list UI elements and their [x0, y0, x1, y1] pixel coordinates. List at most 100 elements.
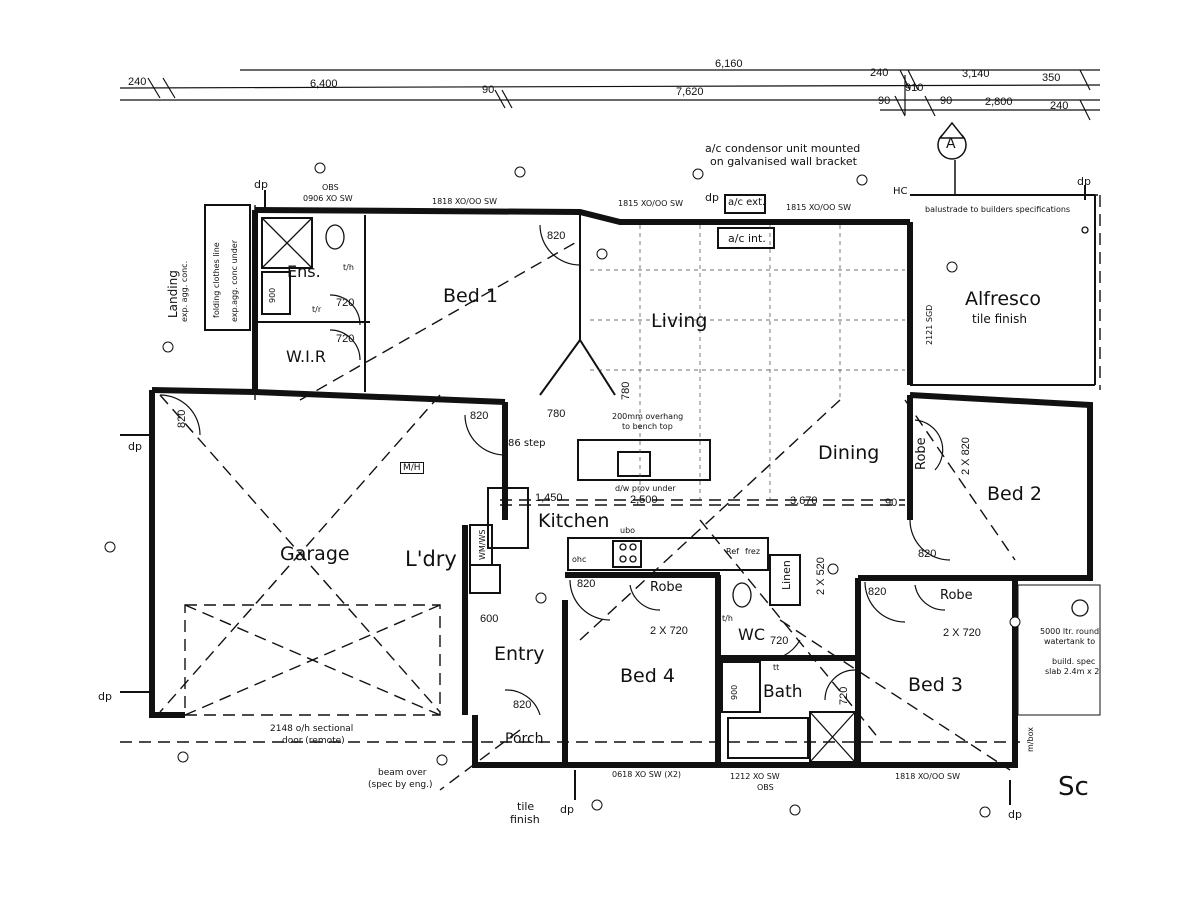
- washing-machine: WM/WS: [478, 529, 487, 561]
- dim-240-right: 240: [870, 67, 889, 79]
- window-sgd: 2121 SGD: [925, 304, 934, 345]
- beam-note-2: (spec by eng.): [368, 780, 433, 790]
- dim-6400: 6,400: [310, 78, 338, 90]
- room-alfresco: Alfresco: [965, 288, 1042, 310]
- beam-note: beam over: [378, 768, 427, 778]
- dim-door-820-entry: 820: [513, 699, 532, 711]
- dim-780-a: 780: [547, 408, 566, 420]
- room-dining: Dining: [818, 442, 880, 464]
- downpipe-label-2: dp: [705, 191, 719, 204]
- dim-door-720-wc: 720: [770, 635, 789, 647]
- dim-90-dining: 90: [885, 497, 898, 509]
- window-0906: 0906 XO SW: [303, 194, 353, 203]
- downpipe-label-7: dp: [1008, 808, 1022, 821]
- shower-bath: 900: [730, 684, 739, 700]
- ac-internal: a/c int.: [728, 232, 766, 245]
- room-linen: Linen: [780, 560, 793, 590]
- watertank-note: 5000 ltr. round: [1040, 627, 1100, 636]
- window-1818-top: 1818 XO/OO SW: [432, 197, 497, 206]
- dim-780-b: 780: [620, 381, 632, 400]
- dim-robe-bed2: 2 X 820: [960, 437, 972, 475]
- condenser-note-2: on galvanised wall bracket: [710, 155, 857, 168]
- freezer-space: frez: [745, 547, 761, 556]
- dim-3140: 3,140: [962, 68, 990, 80]
- shower-ens: 900: [268, 287, 277, 303]
- downpipe-label-5: dp: [98, 690, 112, 703]
- room-laundry: L'dry: [405, 547, 457, 571]
- hot-cold-label: HC: [893, 186, 908, 197]
- room-bed-2: Bed 2: [987, 483, 1042, 505]
- window-obs-label: OBS: [322, 183, 339, 192]
- dim-door-820-kitchen: 820: [470, 410, 489, 422]
- room-ensuite: Ens.: [287, 262, 321, 281]
- window-0618: 0618 XO SW (X2): [612, 770, 682, 779]
- dim-door-820-garage: 820: [176, 409, 188, 428]
- room-bath: Bath: [763, 682, 803, 702]
- garage-door-note-2: door (remote): [282, 736, 345, 746]
- dim-door-720-wir: 720: [336, 333, 355, 345]
- room-bed-4: Bed 4: [620, 665, 675, 687]
- dim-7620: 7,620: [676, 86, 704, 98]
- dim-90-a: 90: [482, 84, 495, 96]
- alfresco-finish: tile finish: [972, 312, 1027, 326]
- dim-door-820-bed1: 820: [547, 230, 566, 242]
- condenser-note: a/c condensor unit mounted: [705, 142, 861, 155]
- step-label: 86 step: [508, 438, 546, 449]
- window-1815-b: 1815 XO/OO SW: [786, 203, 851, 212]
- room-entry: Entry: [494, 643, 545, 665]
- clothesline-note: folding clothes line: [212, 242, 221, 318]
- dim-2500: 2,500: [630, 494, 658, 506]
- dim-door-720-ens: 720: [336, 297, 355, 309]
- towel-rail-ens: t/r: [312, 305, 322, 314]
- under-bench-oven: ubo: [620, 526, 636, 535]
- callout-circles: [104, 162, 1021, 818]
- section-marker-symbol: [937, 121, 967, 195]
- dim-240-b: 240: [1050, 100, 1069, 112]
- downpipe-label-4: dp: [128, 440, 142, 453]
- dim-600-entry: 600: [480, 613, 499, 625]
- overhead-cupboard: ohc: [572, 555, 587, 564]
- room-robe-bed4: Robe: [650, 580, 683, 595]
- dim-910: 910: [905, 82, 924, 94]
- scale-label: Sc: [1058, 772, 1089, 802]
- interior-lines: [204, 194, 1101, 763]
- window-1818-bottom: 1818 XO/OO SW: [895, 772, 960, 781]
- room-living: Living: [651, 310, 708, 332]
- tile-note-2: finish: [510, 813, 540, 826]
- steps-finish-note: exp.agg. conc under: [230, 239, 239, 322]
- room-wir: W.I.R: [286, 347, 326, 366]
- downpipe-label-1: dp: [254, 178, 268, 191]
- downpipe-marks: [120, 185, 1086, 805]
- manhole-label: M/H: [400, 462, 424, 474]
- room-porch: Porch: [505, 731, 544, 747]
- dim-6160: 6,160: [715, 58, 743, 70]
- dim-3670: 3,670: [790, 495, 818, 507]
- dim-1450: 1,450: [535, 492, 563, 504]
- room-garage: Garage: [280, 543, 350, 565]
- balustrade-note: balustrade to builders specifications: [925, 205, 1071, 214]
- overhang-note-2: to bench top: [622, 422, 673, 431]
- room-robe-bed2: Robe: [914, 437, 929, 470]
- room-bed-1: Bed 1: [443, 285, 498, 307]
- towel-rail-bath: tt: [773, 663, 780, 672]
- fixtures: [261, 217, 1089, 763]
- downpipe-label-6: dp: [560, 803, 574, 816]
- landing-label: Landing: [166, 270, 180, 318]
- window-1212: 1212 XO SW: [730, 772, 780, 781]
- overhang-note: 200mm overhang: [612, 412, 684, 421]
- ac-external: a/c ext.: [728, 197, 766, 208]
- dim-robe-bed4: 2 X 720: [650, 625, 688, 637]
- towel-holder-wc: t/h: [722, 614, 733, 623]
- dim-robe-bed3: 2 X 720: [943, 627, 981, 639]
- dim-90-b: 90: [878, 95, 891, 107]
- dim-door-820-bed2: 820: [918, 548, 937, 560]
- tile-note: tile: [517, 800, 535, 813]
- dim-240-left: 240: [128, 76, 147, 88]
- roof-lines: [120, 194, 1101, 791]
- dim-linen: 2 X 520: [815, 557, 827, 595]
- window-1212-obs: OBS: [757, 783, 774, 792]
- garage-door-note: 2148 o/h sectional: [270, 724, 354, 734]
- room-kitchen: Kitchen: [538, 510, 610, 532]
- section-marker-label: A: [946, 136, 956, 152]
